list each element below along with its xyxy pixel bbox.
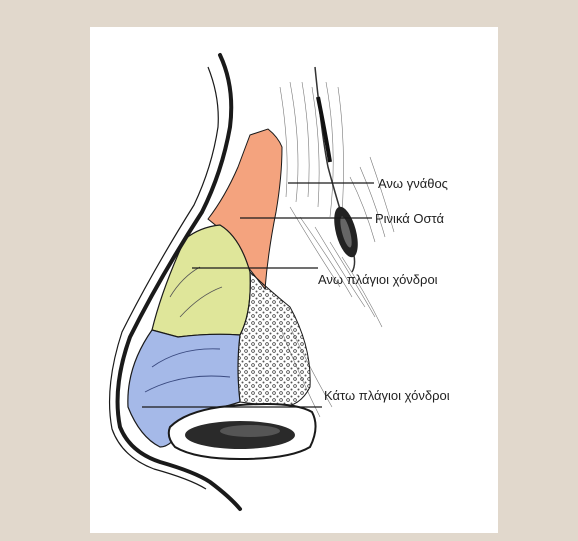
label-lower-lateral-cartilages: Κάτω πλάγιοι χόνδροι — [324, 389, 450, 402]
label-nasal-bones: Ρινικά Οστά — [375, 212, 444, 225]
orbit-region — [315, 67, 362, 272]
diagram-panel: Ανω γνάθος Ρινικά Οστά Ανω πλάγιοι χόνδρ… — [90, 27, 498, 533]
label-upper-jaw: Ανω γνάθος — [378, 177, 448, 190]
upper-lateral-cartilage-region — [152, 225, 250, 337]
label-upper-lateral-cartilages: Ανω πλάγιοι χόνδροι — [318, 273, 438, 286]
